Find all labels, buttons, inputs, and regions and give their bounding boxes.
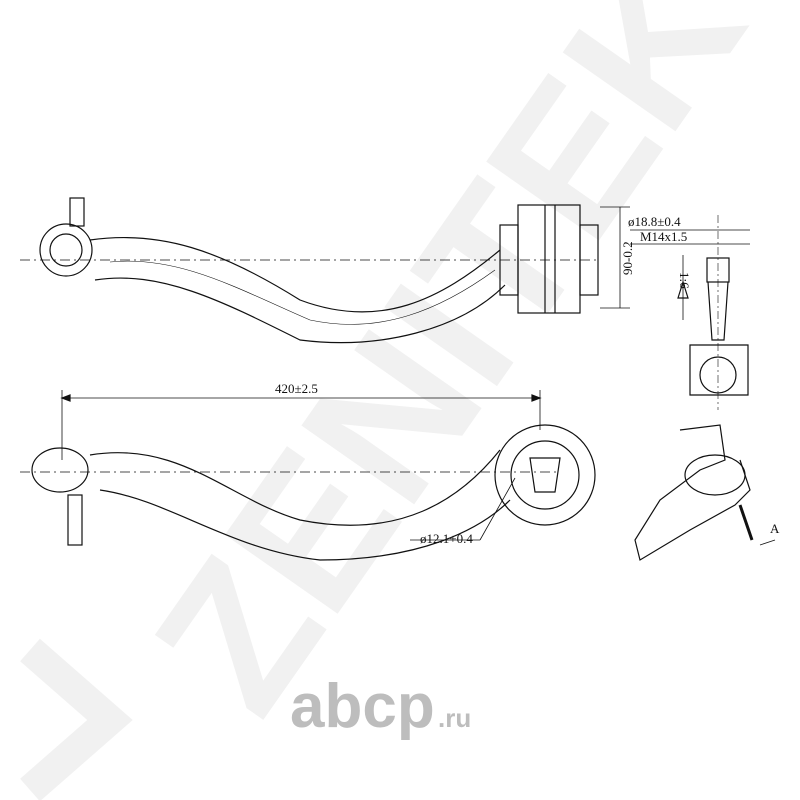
logo-suffix: .ru — [438, 703, 471, 733]
dim-stud-diameter: ø18.8±0.4 — [628, 214, 681, 229]
dim-bore-diameter: ø12.1+0.4 — [420, 531, 473, 546]
watermark: ZENITEK — [112, 0, 785, 749]
view-marker-a: A — [770, 521, 780, 536]
dim-length: 420±2.5 — [275, 381, 318, 396]
dim-thread: M14x1.5 — [640, 229, 687, 244]
watermark-text: ZENITEK — [112, 0, 785, 749]
dim-taper: 1:6 — [677, 272, 692, 289]
ball-joint-section — [630, 215, 750, 410]
dim-bushing-height: 90-0.2 — [620, 241, 635, 275]
isometric-view — [634, 424, 776, 561]
logo-main: abcp — [290, 672, 435, 741]
watermark-chevron — [20, 638, 133, 800]
abcp-logo: abcp .ru — [290, 672, 471, 741]
arm-top-view — [20, 197, 600, 344]
arm-side-view — [20, 390, 596, 561]
